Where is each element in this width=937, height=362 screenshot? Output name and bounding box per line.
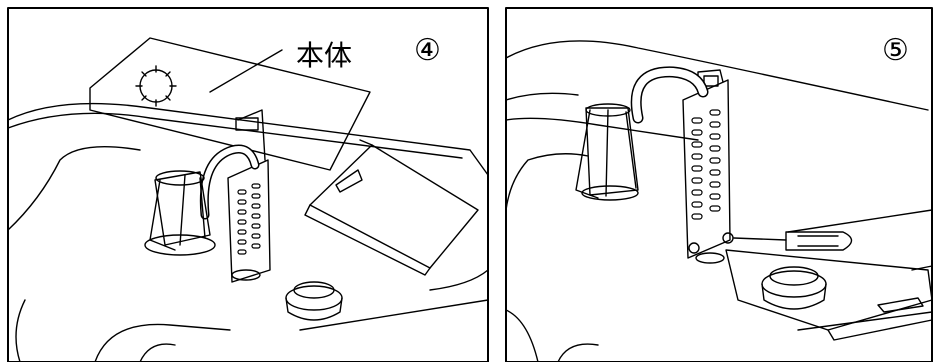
burner-basket xyxy=(144,170,216,256)
step-number: ⑤ xyxy=(882,34,909,67)
slotted-shield xyxy=(227,109,271,283)
heater-body xyxy=(505,40,929,111)
panel-frame xyxy=(505,7,933,362)
oil-cap xyxy=(761,266,827,310)
illustration-step-5: ⑤ xyxy=(498,0,937,362)
step-number: ④ xyxy=(414,34,441,67)
oil-cap xyxy=(285,281,343,321)
cover-tray xyxy=(725,249,933,331)
heater-body xyxy=(7,102,489,176)
burner-hole-icon xyxy=(135,65,177,107)
screwdriver xyxy=(733,231,853,251)
body-label: 本体 xyxy=(296,40,352,71)
top-plate xyxy=(89,37,371,171)
illustration-step-4: ④ 本体 xyxy=(7,7,489,362)
label-leader-line xyxy=(209,49,283,93)
burner-basket xyxy=(575,103,639,201)
panel-frame xyxy=(7,7,489,362)
screw-right xyxy=(722,232,734,244)
slotted-shield xyxy=(682,69,731,259)
screw-left xyxy=(688,242,700,254)
cover-panel xyxy=(309,144,479,269)
